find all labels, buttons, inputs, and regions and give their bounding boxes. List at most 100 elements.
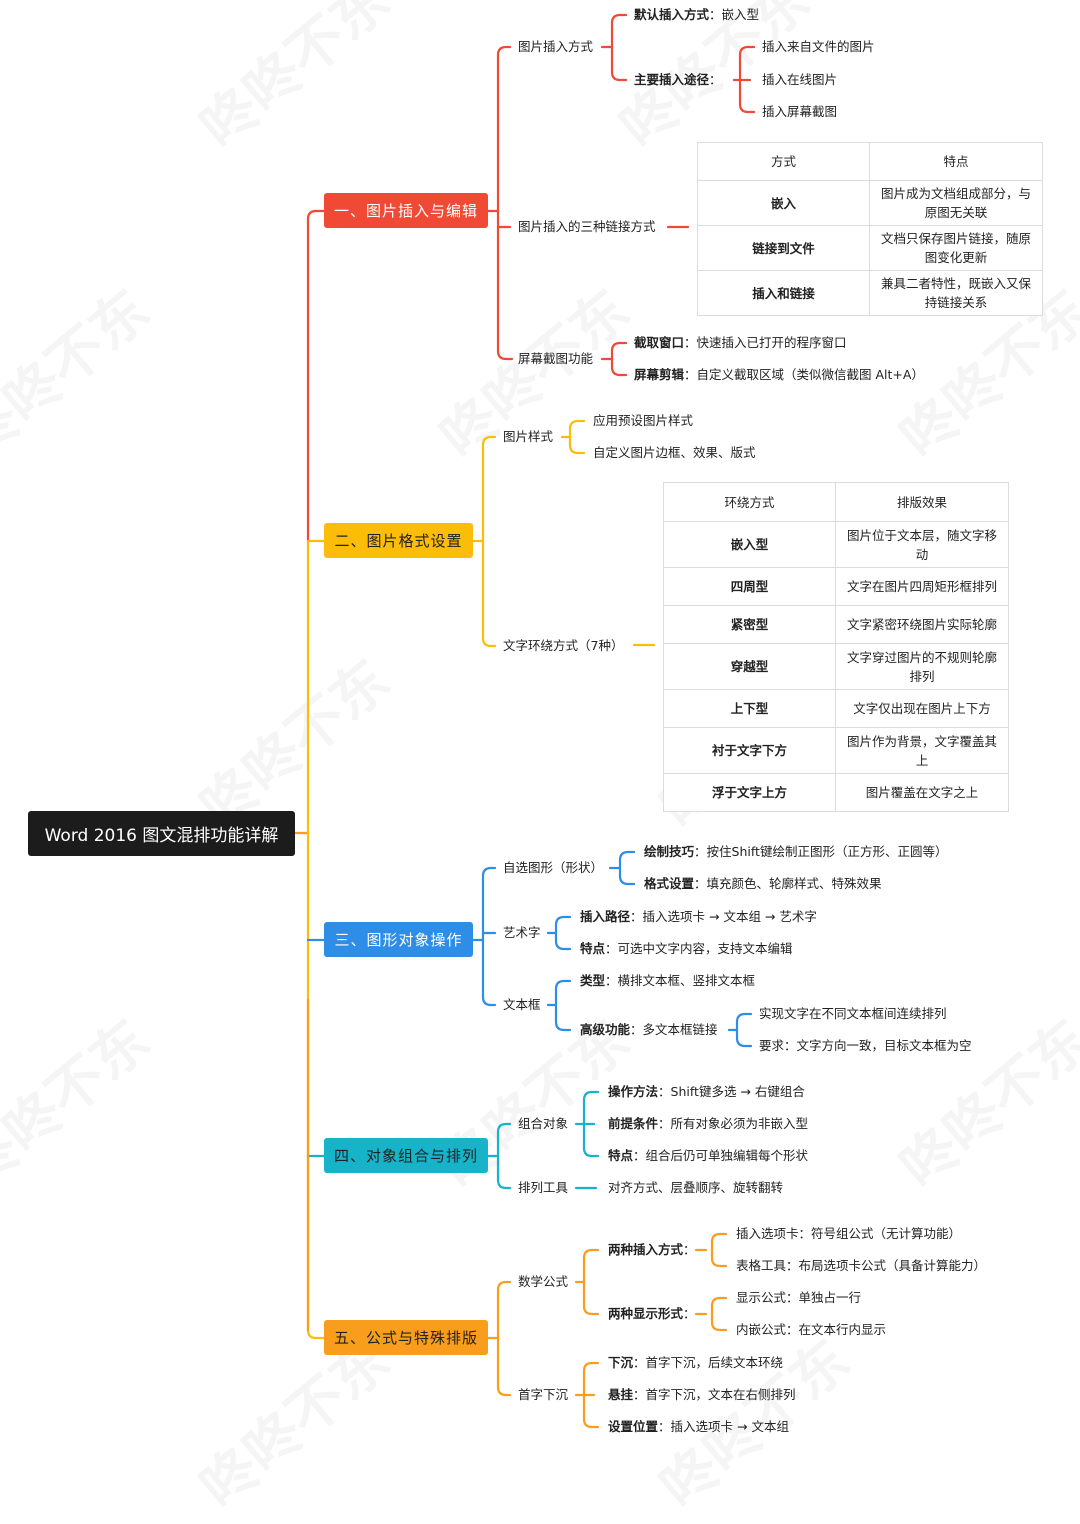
leaf-textbox-require[interactable]: 要求：文字方向一致，目标文本框为空	[759, 1038, 972, 1053]
node-key: 两种显示形式	[608, 1306, 684, 1321]
table-header: 方式	[697, 142, 870, 181]
node-text-wrap[interactable]: 文字环绕方式（7种）	[503, 638, 624, 653]
branch-formula-layout[interactable]: 五、公式与特殊排版	[324, 1320, 488, 1355]
node-arrange-tools[interactable]: 排列工具	[518, 1180, 569, 1195]
table-header: 特点	[869, 142, 1043, 181]
node-value: 可选中文字内容，支持文本编辑	[617, 941, 793, 956]
node-insert-method[interactable]: 图片插入方式	[518, 39, 594, 54]
node-picture-style[interactable]: 图片样式	[503, 429, 554, 444]
leaf-display-formula[interactable]: 显示公式：单独占一行	[736, 1290, 862, 1305]
branch-picture-format[interactable]: 二、图片格式设置	[324, 523, 473, 558]
node-key: 设置位置	[608, 1419, 659, 1434]
node-key: 特点	[580, 941, 606, 956]
node-value: Shift键多选 → 右键组合	[670, 1084, 805, 1099]
wrap-table: 环绕方式排版效果 嵌入型图片位于文本层，随文字移动 四周型文字在图片四周矩形框排…	[663, 482, 1009, 812]
table-cell: 文字紧密环绕图片实际轮廓	[835, 605, 1009, 644]
node-insert-ways[interactable]: 两种插入方式：	[608, 1242, 696, 1257]
table-cell: 图片覆盖在文字之上	[835, 773, 1009, 812]
leaf-textbox-type[interactable]: 类型：横排文本框、竖排文本框	[580, 973, 756, 988]
node-value: 组合后仍可单独编辑每个形状	[645, 1148, 809, 1163]
node-value: 首字下沉，后续文本环绕	[645, 1355, 784, 1370]
node-group-objects[interactable]: 组合对象	[518, 1116, 569, 1131]
table-cell: 浮于文字上方	[663, 773, 836, 812]
table-cell: 穿越型	[663, 643, 836, 690]
node-key: 悬挂	[608, 1387, 634, 1402]
node-key: 高级功能	[580, 1022, 631, 1037]
table-cell: 文字穿过图片的不规则轮廓排列	[835, 643, 1009, 690]
table-cell: 插入和链接	[697, 270, 870, 316]
node-value: 首字下沉，文本在右侧排列	[645, 1387, 796, 1402]
node-value: 横排文本框、竖排文本框	[617, 973, 756, 988]
leaf-inline-formula[interactable]: 内嵌公式：在文本行内显示	[736, 1322, 887, 1337]
table-header: 环绕方式	[663, 482, 836, 522]
node-value: 插入选项卡 → 文本组	[670, 1419, 789, 1434]
node-default-insert[interactable]: 默认插入方式：嵌入型	[634, 7, 760, 22]
leaf-dropcap-location[interactable]: 设置位置：插入选项卡 → 文本组	[608, 1419, 789, 1434]
node-key: 两种插入方式	[608, 1242, 684, 1257]
node-key: 前提条件	[608, 1116, 659, 1131]
leaf-dropcap-drop[interactable]: 下沉：首字下沉，后续文本环绕	[608, 1355, 784, 1370]
node-drop-cap[interactable]: 首字下沉	[518, 1387, 569, 1402]
branch-picture-insert[interactable]: 一、图片插入与编辑	[324, 193, 488, 228]
leaf-group-feature[interactable]: 特点：组合后仍可单独编辑每个形状	[608, 1148, 809, 1163]
node-key: 插入路径	[580, 909, 631, 924]
leaf-wordart-feature[interactable]: 特点：可选中文字内容，支持文本编辑	[580, 941, 793, 956]
table-cell: 图片成为文档组成部分，与原图无关联	[869, 180, 1043, 226]
branch-shape-objects[interactable]: 三、图形对象操作	[324, 922, 473, 957]
node-key: 类型	[580, 973, 606, 988]
node-main-insert[interactable]: 主要插入途径：	[634, 72, 722, 87]
node-screenshot[interactable]: 屏幕截图功能	[518, 351, 594, 366]
leaf-draw-tip[interactable]: 绘制技巧：按住Shift键绘制正图形（正方形、正圆等）	[644, 844, 948, 859]
node-value: 自定义截取区域（类似微信截图 Alt+A）	[696, 367, 924, 382]
table-cell: 四周型	[663, 567, 836, 606]
leaf-arrange-value[interactable]: 对齐方式、层叠顺序、旋转翻转	[608, 1180, 784, 1195]
root-node[interactable]: Word 2016 图文混排功能详解	[28, 811, 295, 856]
leaf-group-method[interactable]: 操作方法：Shift键多选 → 右键组合	[608, 1084, 805, 1099]
node-wordart[interactable]: 艺术字	[503, 925, 541, 940]
table-header: 排版效果	[835, 482, 1009, 522]
leaf-table-tools[interactable]: 表格工具：布局选项卡公式（具备计算能力）	[736, 1258, 987, 1273]
table-cell: 图片位于文本层，随文字移动	[835, 521, 1009, 568]
table-cell: 文字在图片四周矩形框排列	[835, 567, 1009, 606]
node-autoshapes[interactable]: 自选图形（形状）	[503, 860, 604, 875]
leaf-format-setting[interactable]: 格式设置：填充颜色、轮廓样式、特殊效果	[644, 876, 882, 891]
leaf-textbox-flow[interactable]: 实现文字在不同文本框间连续排列	[759, 1006, 947, 1021]
leaf-wordart-path[interactable]: 插入路径：插入选项卡 → 文本组 → 艺术字	[580, 909, 817, 924]
table-cell: 衬于文字下方	[663, 727, 836, 774]
table-cell: 嵌入型	[663, 521, 836, 568]
leaf-screen-clip[interactable]: 屏幕剪辑：自定义截取区域（类似微信截图 Alt+A）	[634, 367, 924, 382]
node-key: 格式设置	[644, 876, 695, 891]
table-cell: 图片作为背景，文字覆盖其上	[835, 727, 1009, 774]
leaf-insert-file[interactable]: 插入来自文件的图片	[762, 39, 875, 54]
leaf-capture-window[interactable]: 截取窗口：快速插入已打开的程序窗口	[634, 335, 847, 350]
node-textbox-advanced[interactable]: 高级功能：多文本框链接	[580, 1022, 718, 1037]
node-key: 屏幕剪辑	[634, 367, 685, 382]
node-key: 截取窗口	[634, 335, 685, 350]
table-cell: 文字仅出现在图片上下方	[835, 689, 1009, 728]
node-key: 下沉	[608, 1355, 634, 1370]
table-cell: 链接到文件	[697, 225, 870, 271]
node-textbox[interactable]: 文本框	[503, 997, 541, 1012]
node-value: 插入选项卡 → 文本组 → 艺术字	[642, 909, 817, 924]
node-key: 操作方法	[608, 1084, 659, 1099]
leaf-dropcap-hang[interactable]: 悬挂：首字下沉，文本在右侧排列	[608, 1387, 796, 1402]
leaf-preset-style[interactable]: 应用预设图片样式	[593, 413, 694, 428]
node-link-modes[interactable]: 图片插入的三种链接方式	[518, 219, 656, 234]
node-display-forms[interactable]: 两种显示形式：	[608, 1306, 696, 1321]
table-cell: 兼具二者特性，既嵌入又保持链接关系	[869, 270, 1043, 316]
table-cell: 文档只保存图片链接，随原图变化更新	[869, 225, 1043, 271]
node-math-formula[interactable]: 数学公式	[518, 1274, 569, 1289]
leaf-insert-screenshot[interactable]: 插入屏幕截图	[762, 104, 838, 119]
node-value: 按住Shift键绘制正图形（正方形、正圆等）	[706, 844, 948, 859]
leaf-insert-tab[interactable]: 插入选项卡：符号组公式（无计算功能）	[736, 1226, 962, 1241]
table-cell: 紧密型	[663, 605, 836, 644]
leaf-insert-online[interactable]: 插入在线图片	[762, 72, 838, 87]
leaf-custom-style[interactable]: 自定义图片边框、效果、版式	[593, 445, 756, 460]
table-cell: 上下型	[663, 689, 836, 728]
node-value: 所有对象必须为非嵌入型	[670, 1116, 809, 1131]
node-key: 主要插入途径	[634, 72, 710, 87]
link-modes-table: 方式特点 嵌入图片成为文档组成部分，与原图无关联 链接到文件文档只保存图片链接，…	[697, 142, 1043, 316]
branch-group-arrange[interactable]: 四、对象组合与排列	[324, 1138, 488, 1173]
leaf-group-prereq[interactable]: 前提条件：所有对象必须为非嵌入型	[608, 1116, 809, 1131]
table-cell: 嵌入	[697, 180, 870, 226]
